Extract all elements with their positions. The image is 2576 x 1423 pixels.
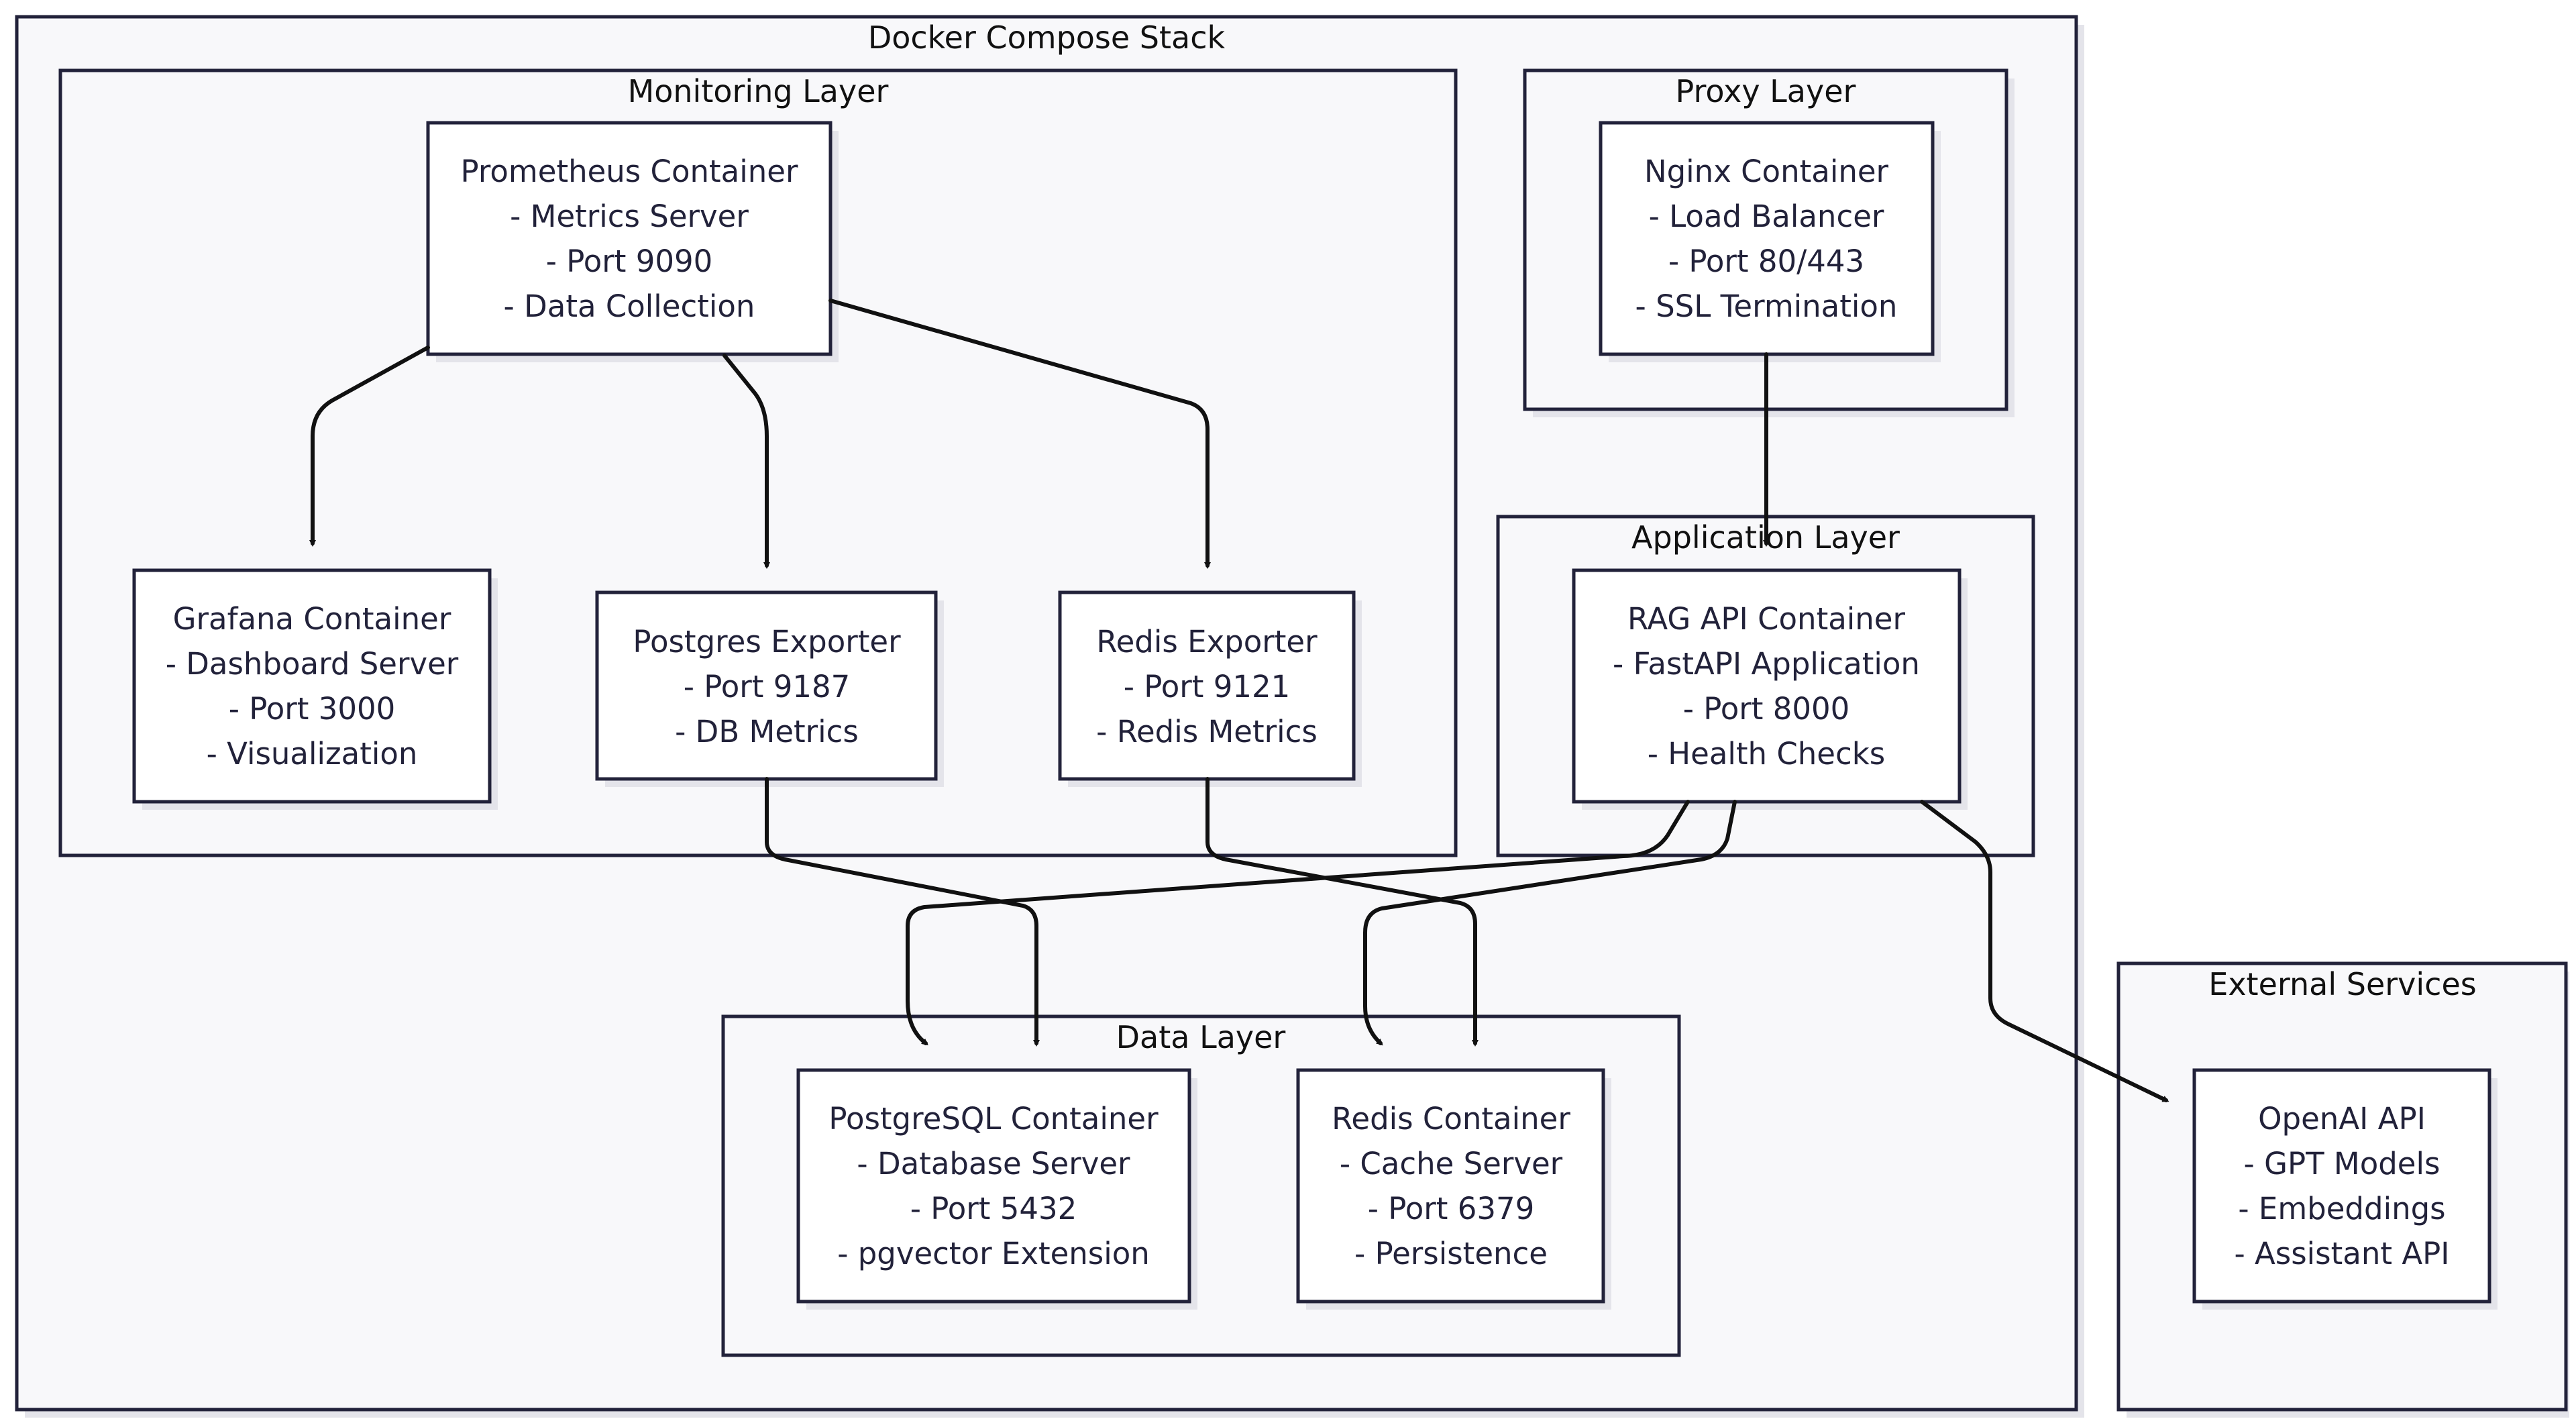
edge-prometheus-grafana <box>309 346 430 547</box>
node-redis-line-4: - Persistence <box>1354 1236 1548 1271</box>
node-prometheus-line-3: - Port 9090 <box>546 244 713 279</box>
node-rag-api-line-3: - Port 8000 <box>1683 691 1850 727</box>
node-postgres-exporter-line-2: - Port 9187 <box>684 669 851 704</box>
node-nginx-line-3: - Port 80/443 <box>1668 244 1864 279</box>
node-nginx-line-1: Nginx Container <box>1644 154 1889 189</box>
node-postgres-exporter-line-3: - DB Metrics <box>675 714 859 749</box>
edge-prometheus-redis-exporter <box>828 299 1211 569</box>
node-redis-exporter: Redis Exporter - Port 9121 - Redis Metri… <box>1058 590 1362 787</box>
node-prometheus: Prometheus Container - Metrics Server - … <box>426 121 839 362</box>
node-grafana-line-1: Grafana Container <box>173 601 451 637</box>
node-postgres-exporter: Postgres Exporter - Port 9187 - DB Metri… <box>595 590 944 787</box>
node-nginx-line-4: - SSL Termination <box>1635 288 1898 324</box>
node-openai-line-2: - GPT Models <box>2244 1146 2440 1181</box>
group-title-proxy: Proxy Layer <box>1676 73 1856 109</box>
node-redis-line-3: - Port 6379 <box>1368 1191 1535 1226</box>
node-grafana-line-3: - Port 3000 <box>229 691 396 727</box>
node-redis-line-2: - Cache Server <box>1340 1146 1563 1181</box>
node-redis-line-1: Redis Container <box>1332 1101 1570 1137</box>
group-title-external: External Services <box>2208 966 2476 1002</box>
node-prometheus-line-1: Prometheus Container <box>461 154 798 189</box>
edge-rag-api-redis <box>1363 800 1737 1046</box>
node-postgresql: PostgreSQL Container - Database Server -… <box>796 1068 1197 1310</box>
node-postgres-exporter-line-1: Postgres Exporter <box>633 624 901 660</box>
node-openai-line-3: - Embeddings <box>2238 1191 2445 1226</box>
edge-prometheus-postgres-exporter <box>722 354 770 569</box>
node-postgresql-line-3: - Port 5432 <box>910 1191 1077 1226</box>
node-prometheus-line-2: - Metrics Server <box>510 199 749 234</box>
node-redis-exporter-line-2: - Port 9121 <box>1124 669 1291 704</box>
node-postgresql-line-2: - Database Server <box>857 1146 1130 1181</box>
node-grafana: Grafana Container - Dashboard Server - P… <box>132 568 498 810</box>
node-nginx-line-2: - Load Balancer <box>1649 199 1884 234</box>
node-rag-api-line-1: RAG API Container <box>1627 601 1906 637</box>
group-title-monitoring: Monitoring Layer <box>628 73 889 109</box>
edge-postgres-exporter-postgresql <box>765 777 1040 1047</box>
group-title-stack: Docker Compose Stack <box>868 19 1226 56</box>
node-redis-exporter-line-1: Redis Exporter <box>1096 624 1318 660</box>
edge-rag-api-openai <box>1920 800 2169 1102</box>
node-openai: OpenAI API - GPT Models - Embeddings - A… <box>2192 1068 2498 1310</box>
node-grafana-line-2: - Dashboard Server <box>166 646 459 682</box>
node-rag-api-line-2: - FastAPI Application <box>1613 646 1920 682</box>
node-openai-line-4: - Assistant API <box>2234 1236 2449 1271</box>
edges <box>309 299 2169 1102</box>
node-redis: Redis Container - Cache Server - Port 63… <box>1296 1068 1611 1310</box>
node-openai-line-1: OpenAI API <box>2258 1101 2426 1137</box>
node-redis-exporter-line-3: - Redis Metrics <box>1096 714 1318 749</box>
group-title-data: Data Layer <box>1116 1019 1286 1055</box>
edge-rag-api-postgresql <box>906 800 1690 1046</box>
node-postgresql-line-4: - pgvector Extension <box>837 1236 1150 1271</box>
node-nginx: Nginx Container - Load Balancer - Port 8… <box>1599 121 1941 362</box>
node-postgresql-line-1: PostgreSQL Container <box>828 1101 1159 1137</box>
node-grafana-line-4: - Visualization <box>207 736 418 772</box>
node-rag-api-line-4: - Health Checks <box>1648 736 1886 772</box>
node-rag-api: RAG API Container - FastAPI Application … <box>1572 568 1968 810</box>
node-prometheus-line-4: - Data Collection <box>504 288 755 324</box>
edge-redis-exporter-redis <box>1205 777 1479 1047</box>
